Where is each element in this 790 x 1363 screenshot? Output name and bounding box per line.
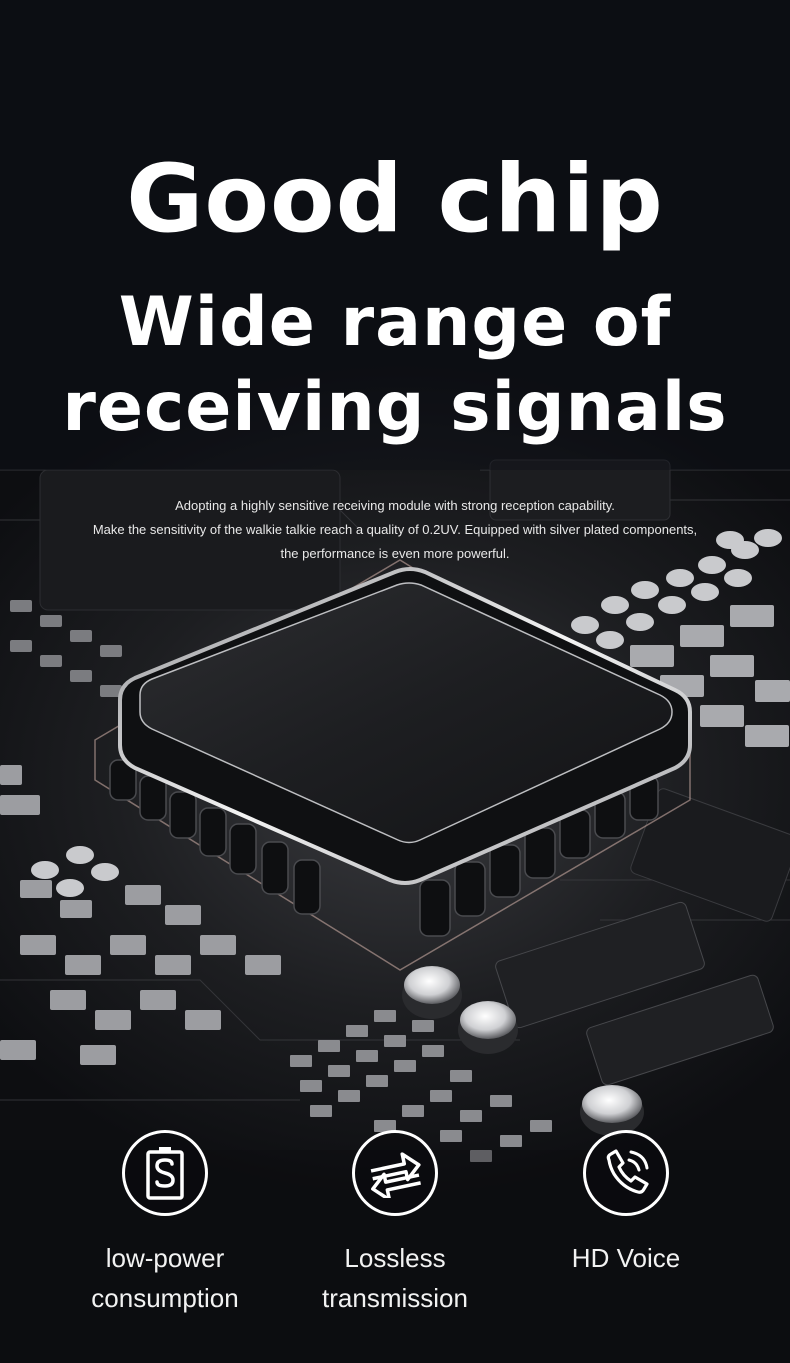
phone-voice-icon <box>583 1130 669 1216</box>
feature-label-line-1: low-power <box>105 1243 225 1273</box>
feature-label-line-1: Lossless <box>344 1243 446 1273</box>
headline-line-1: Good chip <box>126 145 664 254</box>
description-line-1: Adopting a highly sensitive receiving mo… <box>175 498 615 513</box>
feature-hd-voice: HD Voice <box>516 1130 736 1278</box>
feature-low-power: low-power consumption <box>55 1130 275 1318</box>
headline-line-3: receiving signals <box>62 368 728 447</box>
transfer-arrows-icon <box>352 1130 438 1216</box>
feature-label-line-2: consumption <box>91 1283 239 1313</box>
feature-label-line-1: HD Voice <box>571 1243 681 1273</box>
description: Adopting a highly sensitive receiving mo… <box>20 494 770 566</box>
feature-label-line-2: transmission <box>322 1283 468 1313</box>
headline-line-2: Wide range of <box>118 283 672 362</box>
description-line-3: the performance is even more powerful. <box>280 546 510 561</box>
battery-icon <box>122 1130 208 1216</box>
feature-lossless: Lossless transmission <box>285 1130 505 1318</box>
description-line-2: Make the sensitivity of the walkie talki… <box>92 522 698 537</box>
